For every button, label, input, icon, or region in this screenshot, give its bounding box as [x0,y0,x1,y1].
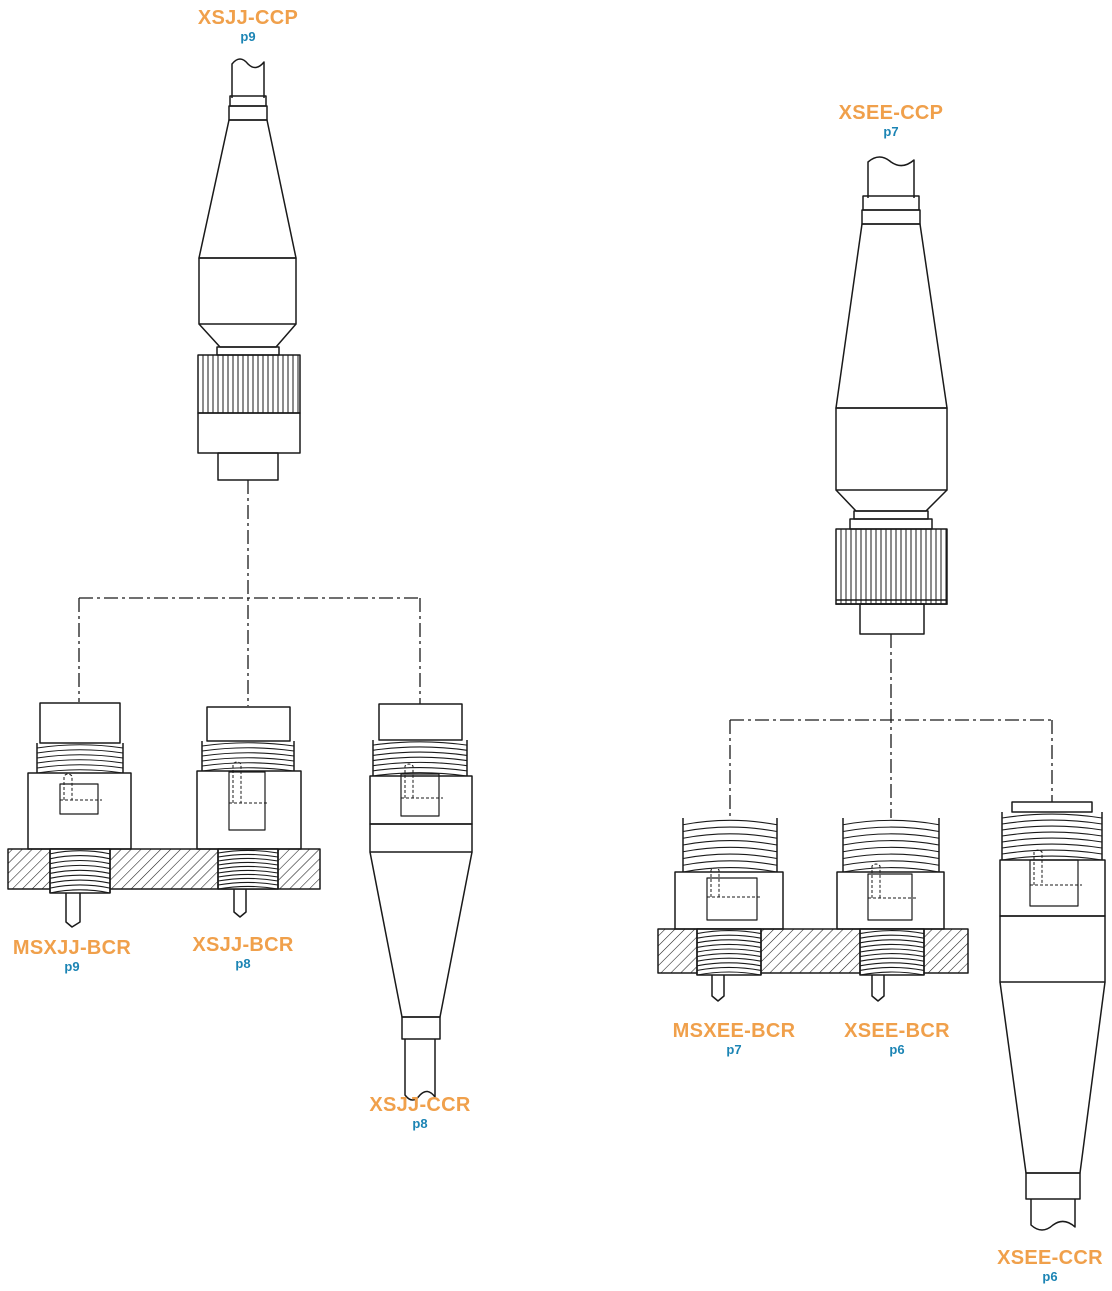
part-name: XSEE-CCR [997,1247,1103,1269]
page-ref: p9 [64,959,80,974]
page-ref: p7 [883,124,899,139]
xsjj-ccr-receptacle [369,703,473,1101]
xsjj-bcr-receptacle [196,706,302,918]
label-msxee-bcr: MSXEE-BCR p7 [673,1021,796,1056]
label-xsjj-ccp: XSJJ-CCP p9 [198,8,298,43]
part-name: XSJJ-CCP [197,7,299,29]
page-ref: p8 [412,1116,428,1131]
part-name: MSXJJ-BCR [12,937,132,959]
part-name: XSEE-CCP [838,102,944,124]
left-leader-lines [78,480,421,706]
page-ref: p7 [726,1042,742,1057]
label-msxjj-bcr: MSXJJ-BCR p9 [13,938,131,973]
part-name: XSEE-BCR [844,1020,950,1042]
label-xsee-ccp: XSEE-CCP p7 [839,103,944,138]
left-panel [7,848,321,894]
page-ref: p8 [235,956,251,971]
part-name: MSXEE-BCR [672,1020,796,1042]
right-leader-lines [729,634,1053,818]
msxee-bcr-receptacle [674,818,784,1002]
page-ref: p9 [240,29,256,44]
msxjj-bcr-receptacle [27,702,132,928]
label-xsee-ccr: XSEE-CCR p6 [997,1248,1103,1283]
label-xsjj-ccr: XSJJ-CCR p8 [369,1095,470,1130]
xsee-ccr-receptacle [999,801,1106,1231]
right-panel [657,928,969,976]
xsee-ccp-plug [835,156,948,635]
xsee-bcr-receptacle [836,818,945,1002]
page-ref: p6 [1042,1269,1058,1284]
label-xsee-bcr: XSEE-BCR p6 [844,1021,950,1056]
part-name: XSJJ-BCR [192,934,294,956]
part-name: XSJJ-CCR [369,1094,471,1116]
label-xsjj-bcr: XSJJ-BCR p8 [192,935,293,970]
xsjj-ccp-plug [197,58,301,481]
page-ref: p6 [889,1042,905,1057]
